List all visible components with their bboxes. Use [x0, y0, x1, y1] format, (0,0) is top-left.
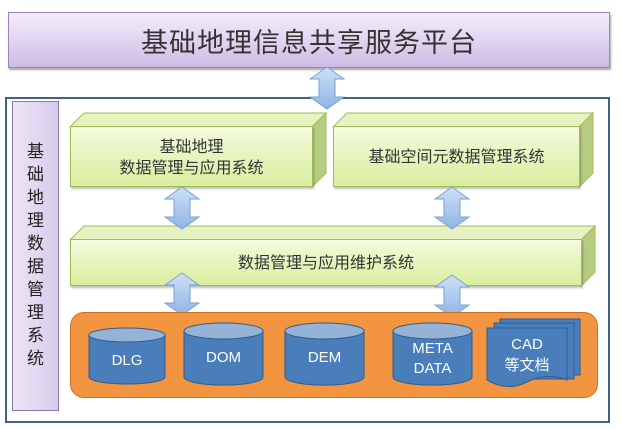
- double-arrow-icon: [309, 66, 345, 110]
- database-dom: DOM: [183, 322, 264, 386]
- documents-icon: [486, 318, 581, 387]
- database-label: DLG: [111, 352, 143, 369]
- double-arrow-icon: [164, 272, 200, 316]
- database-icon: [88, 327, 166, 385]
- documents-label: CAD: [511, 336, 543, 353]
- double-arrow-icon: [164, 186, 200, 230]
- database-label: DEM: [307, 349, 342, 366]
- documents-label-2: 等文档: [504, 356, 550, 374]
- side-panel: 基 础 地 理 数 据 管 理 系 统: [12, 101, 59, 411]
- metadata-system-box: 基础空间元数据管理系统: [331, 111, 595, 189]
- database-label: META: [412, 340, 453, 357]
- database-dem: DEM: [284, 322, 365, 386]
- side-char: 据: [27, 257, 44, 277]
- side-char: 础: [27, 165, 44, 185]
- database-label-2: DATA: [413, 360, 452, 377]
- database-icon: [183, 322, 264, 386]
- platform-title: 基础地理信息共享服务平台: [141, 27, 477, 59]
- side-char: 理: [27, 303, 44, 323]
- database-icon: [392, 322, 473, 386]
- database-dlg: DLG: [88, 327, 166, 385]
- basic-geo-line1: 基础地理: [159, 136, 224, 156]
- side-char: 理: [27, 211, 44, 231]
- box-3d-sides: [331, 111, 595, 189]
- metadata-line1: 基础空间元数据管理系统: [368, 147, 545, 166]
- database-label: DOM: [206, 349, 241, 366]
- side-char: 管: [27, 280, 44, 300]
- double-arrow-icon: [434, 186, 470, 230]
- side-char: 数: [27, 234, 44, 254]
- side-char: 系: [27, 326, 44, 346]
- side-char: 基: [27, 142, 44, 162]
- database-metadata: META DATA: [392, 322, 473, 386]
- side-char: 地: [27, 188, 44, 208]
- maintenance-system-box: 数据管理与应用维护系统: [68, 224, 597, 288]
- maintenance-line1: 数据管理与应用维护系统: [237, 253, 414, 272]
- basic-geo-line2: 数据管理与应用系统: [119, 157, 264, 177]
- box-3d-sides: [68, 111, 328, 189]
- database-icon: [284, 322, 365, 386]
- side-char: 统: [27, 349, 44, 369]
- documents-cad: CAD 等文档: [486, 318, 582, 388]
- shared-service-platform: 基础地理信息共享服务平台: [8, 12, 610, 68]
- basic-geo-system-box: 基础地理 数据管理与应用系统: [68, 111, 328, 189]
